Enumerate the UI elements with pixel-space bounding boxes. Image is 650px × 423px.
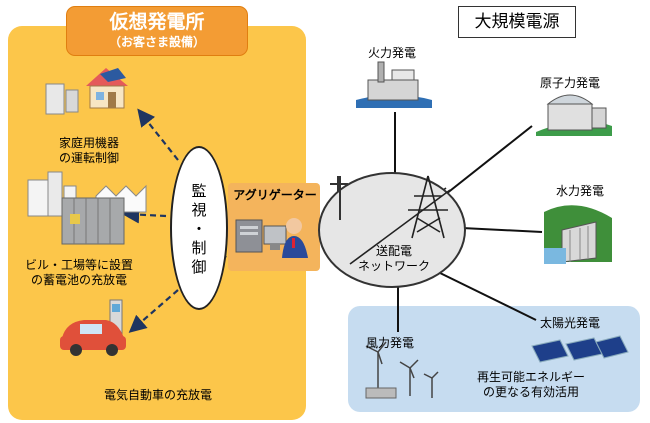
- nuclear-label: 原子力発電: [540, 76, 601, 90]
- monitor-control-label: 監 視 ・ 制 御: [170, 182, 228, 277]
- thermal-label: 火力発電: [368, 46, 417, 60]
- ev-label: 電気自動車の充放電: [104, 388, 213, 402]
- vpp-title: 仮想発電所: [109, 11, 205, 33]
- wind-facility-base: [365, 387, 397, 399]
- grid-network-label: 送配電 ネットワーク: [358, 244, 430, 274]
- home-label-line-1: 家庭用機器: [58, 136, 119, 150]
- solar-panel-icon: [531, 335, 629, 363]
- wind-label: 風力発電: [366, 336, 415, 350]
- hydro-label: 水力発電: [556, 184, 605, 198]
- wind-turbine-icon: [365, 341, 439, 398]
- monitor-char-4: 制: [191, 239, 207, 257]
- vpp-header: 仮想発電所 （お客さま設備）: [66, 6, 248, 56]
- home-label: 家庭用機器 の運転制御: [44, 136, 134, 166]
- building-icon: [27, 171, 147, 245]
- renewable-note-line-2: の更なる有効活用: [482, 385, 579, 399]
- monitor-char-1: 監: [191, 182, 207, 200]
- building-label-line-2: の蓄電池の充放電: [30, 273, 127, 287]
- nuclear-plant-icon: [536, 94, 612, 136]
- vpp-subtitle: （お客さま設備）: [108, 35, 205, 49]
- renewable-note-line-1: 再生可能エネルギー: [476, 370, 585, 384]
- grid-label-line-2: ネットワーク: [358, 259, 431, 273]
- grid-label-line-1: 送配電: [376, 244, 413, 258]
- ev-icon: [60, 299, 126, 356]
- large-scale-header: 大規模電源: [458, 6, 576, 38]
- home-icon: [45, 68, 128, 115]
- line-solar: [437, 271, 537, 321]
- thermal-plant-icon: [356, 61, 432, 108]
- arrow-building: [121, 205, 167, 224]
- line-hydro: [461, 227, 543, 233]
- renewable-note: 再生可能エネルギー の更なる有効活用: [466, 370, 596, 400]
- building-label-line-1: ビル・工場等に設置: [24, 258, 133, 272]
- arrow-ev: [128, 289, 179, 333]
- renewable-panel: [348, 306, 640, 412]
- arrow-home: [137, 108, 179, 161]
- line-nuclear: [445, 125, 533, 195]
- monitor-control-oval: [170, 146, 228, 310]
- monitor-char-5: 御: [191, 258, 207, 276]
- solar-label: 太陽光発電: [540, 316, 601, 330]
- home-label-line-2: の運転制御: [58, 151, 119, 165]
- monitor-char-2: 視: [191, 201, 207, 219]
- hydro-plant-icon: [544, 205, 612, 264]
- aggregator-label: アグリゲーター: [233, 188, 317, 202]
- building-label: ビル・工場等に設置 の蓄電池の充放電: [16, 258, 142, 288]
- monitor-char-3: ・: [191, 220, 207, 238]
